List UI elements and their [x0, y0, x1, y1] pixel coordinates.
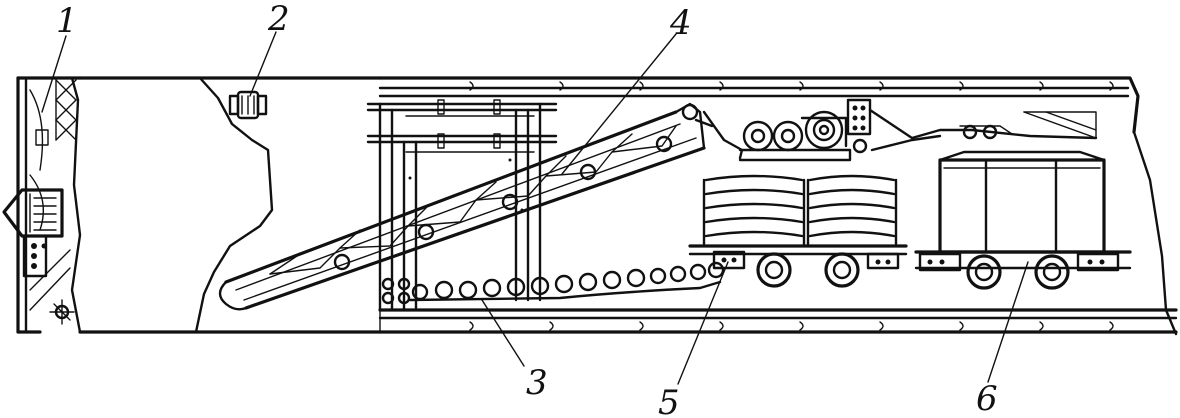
drive-mechanism [738, 98, 1098, 162]
callout-6: 6 [976, 379, 998, 418]
callout-5: 5 [658, 383, 680, 418]
tunnel-lining [378, 76, 1178, 336]
hopper-car [914, 150, 1132, 290]
flat-car [688, 174, 908, 288]
callout-3: 3 [526, 363, 548, 403]
shield-cutter-head [2, 76, 82, 334]
callout-2: 2 [267, 0, 290, 39]
roller-track [381, 261, 725, 305]
callout-labels: 1 2 4 3 5 6 [56, 0, 998, 418]
callout-1: 1 [56, 1, 78, 41]
leader-lines [41, 31, 1029, 385]
inclined-conveyor [218, 102, 744, 311]
callout-4: 4 [669, 3, 692, 43]
gantry-frame [366, 99, 558, 312]
erector-section [78, 76, 382, 334]
